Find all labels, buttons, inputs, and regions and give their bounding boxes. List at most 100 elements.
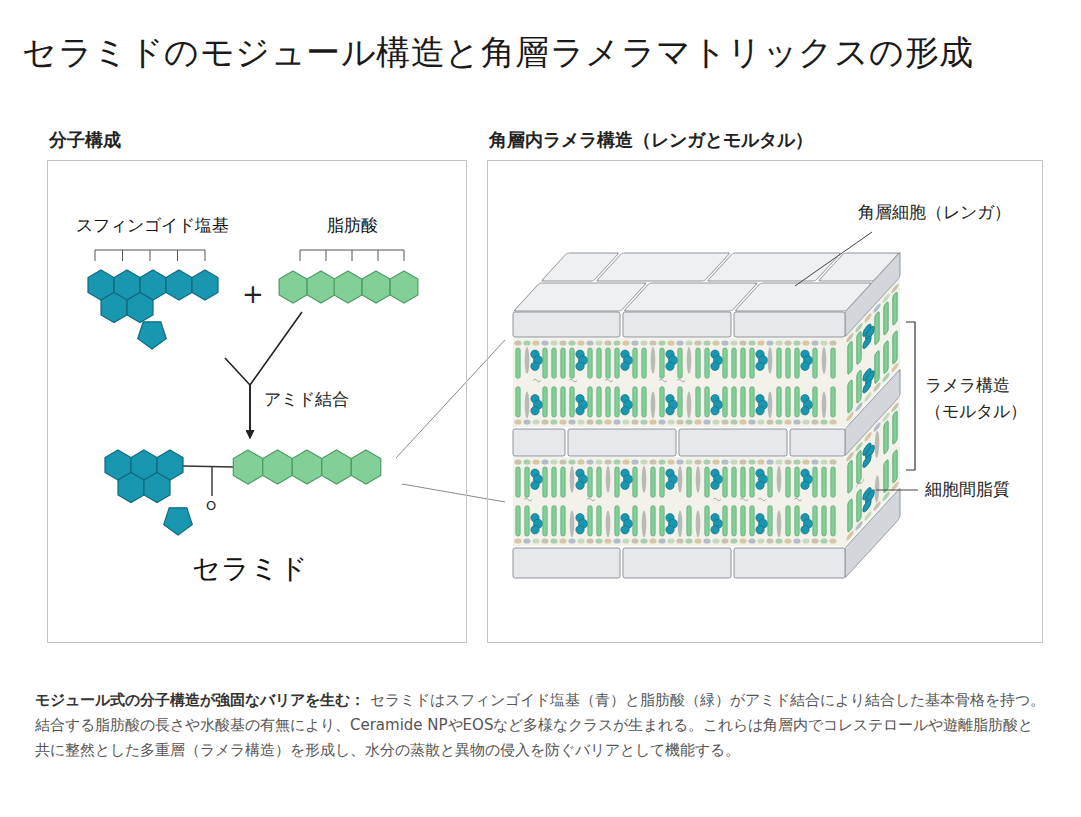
lipid-head [622, 340, 629, 345]
corneocyte-brick [514, 283, 647, 311]
cholesterol [570, 466, 575, 493]
cholesterol [525, 347, 530, 374]
corneocyte-brick [735, 283, 872, 311]
lipid-head [811, 459, 818, 464]
lipid-head [766, 538, 773, 543]
fatty-acid-rod [543, 348, 547, 378]
ceramide-blob [666, 362, 674, 370]
lipid-head [649, 538, 656, 543]
fatty-acid-rod [884, 301, 888, 336]
molecule-label: スフィンゴイド塩基 [60, 214, 245, 237]
lipid-head [721, 340, 728, 345]
lipid-head [712, 340, 719, 345]
ceramide-blob [666, 481, 674, 489]
lipid-head [829, 459, 836, 464]
cholesterol [642, 510, 647, 537]
lipid-head [667, 459, 674, 464]
lipid-head [793, 340, 800, 345]
fatty-acid-rod [660, 467, 664, 497]
lipid-head [730, 538, 737, 543]
fatty-acid-rod [705, 467, 709, 497]
lipid-head [514, 419, 521, 424]
corneocyte-brick [623, 548, 731, 578]
lipid-head [568, 419, 575, 424]
fatty-acid-rod [642, 387, 646, 417]
lipid-head [559, 459, 566, 464]
lipid-head [595, 340, 602, 345]
lipid-head [640, 538, 647, 543]
lipid-head [577, 419, 584, 424]
lipid-head [721, 459, 728, 464]
lipid-wave [794, 498, 802, 501]
lipid-head [640, 459, 647, 464]
lipid-head [685, 459, 692, 464]
molecule-group [105, 450, 381, 535]
lipid-head [523, 419, 530, 424]
fatty-acid-rod [615, 387, 619, 417]
fatty-acid-rod [633, 467, 637, 497]
fatty-acid-ring [279, 271, 307, 303]
lipid-head [613, 340, 620, 345]
fatty-acid-rod [777, 387, 781, 417]
fatty-acid-rod [543, 387, 547, 417]
fatty-acid-rod [642, 348, 646, 378]
lipid-head [757, 340, 764, 345]
fatty-acid-rod [516, 348, 520, 378]
fatty-acid-rod [857, 449, 861, 484]
lipid-head [685, 538, 692, 543]
fatty-acid-rod [525, 506, 529, 536]
molecule-group [279, 250, 418, 303]
fatty-acid-rod [660, 387, 664, 417]
ceramide-tail-ring [233, 450, 262, 484]
fatty-acid-rod [893, 330, 897, 365]
lipid-head [712, 538, 719, 543]
cholesterol [570, 510, 575, 537]
fatty-acid-rod [857, 330, 861, 365]
lipid-head [541, 340, 548, 345]
lipid-head [766, 459, 773, 464]
lipid-wave [856, 477, 864, 489]
fatty-acid-rod [786, 387, 790, 417]
lipid-head [820, 459, 827, 464]
fatty-acid-rod [857, 369, 861, 404]
fatty-acid-rod [561, 387, 565, 417]
lipid-head [820, 419, 827, 424]
fatty-acid-rod [696, 387, 700, 417]
ceramide-head-ring [118, 473, 144, 503]
ceramide-blob [801, 362, 809, 370]
fatty-acid-rod [741, 348, 745, 378]
title: セラミドのモジュール構造と角層ラメラマトリックスの形成 [22, 30, 1067, 74]
cholesterol [822, 391, 827, 418]
lipid-head [523, 538, 530, 543]
lipid-head [829, 340, 836, 345]
cholesterol [678, 510, 683, 537]
fatty-acid-rod [768, 506, 772, 536]
lipid-head [550, 340, 557, 345]
cholesterol [777, 466, 782, 493]
lipid-head [757, 459, 764, 464]
fatty-acid-rod [741, 506, 745, 536]
lipid-head [667, 419, 674, 424]
lipid-head [559, 538, 566, 543]
lipid-head [694, 538, 701, 543]
fatty-acid-rod [597, 467, 601, 497]
lipid-head [793, 459, 800, 464]
carbonyl-bond [211, 467, 212, 496]
lipid-head [586, 340, 593, 345]
lipid-head [730, 419, 737, 424]
corneocyte-brick [513, 312, 620, 337]
fatty-acid-rod [561, 467, 565, 497]
fatty-acid-rod [884, 459, 888, 494]
lipid-head [577, 459, 584, 464]
corneocyte-brick [679, 429, 787, 456]
fatty-acid-rod [723, 387, 727, 417]
bond-line [183, 466, 234, 467]
fatty-acid-rod [687, 506, 691, 536]
molecule-node: 脂肪酸 [272, 212, 432, 312]
lipid-head [640, 419, 647, 424]
fatty-acid-rod [795, 348, 799, 378]
fatty-acid-rod [615, 506, 619, 536]
corneocyte-brick [707, 253, 841, 281]
lipid-head [748, 340, 755, 345]
lipid-head [568, 538, 575, 543]
